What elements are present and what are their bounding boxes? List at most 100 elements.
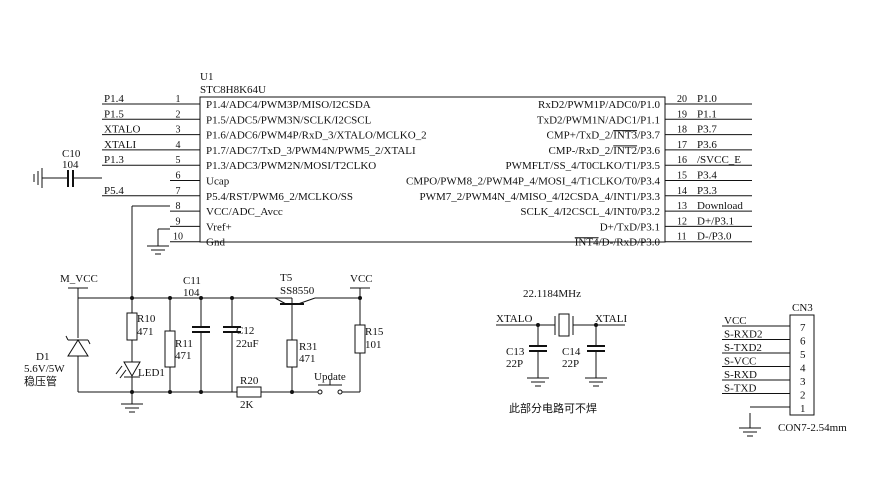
net-label: P1.4 (104, 93, 124, 105)
c12-ref: C12 (236, 325, 254, 337)
chip-body (199, 96, 666, 243)
button-label: Update (314, 371, 346, 383)
net-label: S-VCC (724, 356, 756, 368)
pin-number: 5 (800, 349, 806, 361)
pin-number: 3 (176, 125, 181, 136)
pin-name: P1.7/ADC7/TxD_3/PWM4N/PWM5_2/XTALI (206, 145, 416, 157)
pin-number: 4 (176, 140, 181, 151)
zener-d1: D1 5.6V/5W 稳压管 (24, 298, 91, 392)
cn3-pin-2: 2S-TXD (722, 383, 806, 402)
capacitor-c13: C13 22P (506, 325, 549, 387)
pin-number: 2 (800, 390, 806, 402)
pin-name: PWM7_2/PWM4N_4/MISO_4/I2CSDA_4/INT1/P3.3 (420, 191, 661, 203)
d1-value: 5.6V/5W (24, 363, 65, 375)
chip-pin-14: PWM7_2/PWM4N_4/MISO_4/I2CSDA_4/INT1/P3.3… (420, 185, 752, 203)
net-label: P5.4 (104, 185, 124, 197)
pin-number: 17 (677, 140, 687, 151)
chip-part: STC8H8K64U (200, 84, 266, 96)
pin-number: 5 (176, 155, 181, 166)
pin-name: CMP-/RxD_2/INT2/P3.6 (548, 145, 660, 157)
resistor-r31: R31 471 (286, 339, 317, 394)
chip-pin-7: 7 P5.4/RST/PWM6_2/MCLKO/SS P5.4 (102, 185, 353, 203)
ground-icon (121, 403, 143, 413)
pin-number: 14 (677, 186, 687, 197)
cn3-pin-3: 3 S-RXD (722, 369, 806, 388)
pin-number: 7 (176, 186, 181, 197)
net-label: P3.4 (697, 170, 717, 182)
net-label: XTALO (104, 124, 140, 136)
pin-name: P1.4/ADC4/PWM3P/MISO/I2CSDA (206, 99, 371, 111)
c11-ref: C11 (183, 275, 201, 287)
net-label: /SVCC_E (697, 154, 741, 166)
c11-value: 104 (183, 287, 200, 299)
transistor-t5: T5 SS8550 (273, 272, 360, 340)
r10-value: 471 (137, 326, 154, 338)
pin-number: 13 (677, 201, 687, 212)
net-label: S-RXD (724, 369, 757, 381)
pin-name: SCLK_4/I2CSCL_4/INT0/P3.2 (520, 206, 660, 218)
update-button-switch: Update (292, 371, 360, 395)
pin-number: 10 (173, 232, 183, 243)
net-label: P1.3 (104, 154, 124, 166)
capacitor-c11: C11 104 (183, 275, 210, 392)
resistor-r10: R10 471 (126, 298, 156, 362)
capacitor-c10: C10 104 (33, 148, 102, 188)
ground-icon (527, 377, 549, 387)
pin-number: 6 (176, 171, 181, 182)
pin-name: P5.4/RST/PWM6_2/MCLKO/SS (206, 191, 353, 203)
r20-ref: R20 (240, 375, 259, 387)
net-mvcc-label: M_VCC (60, 273, 98, 285)
crystal-freq: 22.1184MHz (523, 288, 581, 300)
r15-value: 101 (365, 339, 382, 351)
net-label: P1.5 (104, 108, 124, 120)
pin-number: 4 (800, 363, 806, 375)
net-label: P3.3 (697, 185, 717, 197)
r20-value: 2K (240, 399, 254, 411)
pin-name: Ucap (206, 176, 230, 188)
pin-number: 20 (677, 94, 687, 105)
pin-name: CMPO/PWM8_2/PWM4P_4/MOSI_4/T1CLKO/T0/P3.… (406, 176, 660, 188)
chip-ref: U1 (200, 71, 213, 83)
pin-number: 19 (677, 109, 687, 120)
net-label: Download (697, 200, 743, 212)
led-led1: LED1 (115, 361, 165, 392)
c12-value: 22uF (236, 338, 259, 350)
r10-ref: R10 (137, 313, 156, 325)
power-circuit: M_VCC D1 5.6V/5W 稳压管 R10 471 (24, 272, 384, 413)
r11-value: 471 (175, 350, 192, 362)
crystal-xtalo-label: XTALO (496, 313, 532, 325)
c10-value: 104 (62, 159, 79, 171)
cn3-pin-1: 1 (750, 403, 806, 415)
net-vcc-label: VCC (350, 273, 373, 285)
r11-ref: R11 (175, 338, 193, 350)
resistor-r11: R11 471 (164, 298, 193, 392)
d1-desc: 稳压管 (24, 374, 57, 388)
cn3-part: CON7-2.54mm (778, 422, 847, 434)
pin-name: Gnd (206, 237, 225, 249)
pin-name: TxD2/PWM1N/ADC1/P1.1 (537, 114, 660, 126)
net-label: P1.0 (697, 93, 717, 105)
net-label: VCC (724, 315, 747, 327)
d1-ref: D1 (36, 351, 49, 363)
r15-ref: R15 (365, 326, 384, 338)
resistor-r15: VCC R15 101 (350, 273, 384, 392)
cn3-pin-6: 6S-RXD2 (722, 329, 806, 348)
pin-number: 16 (677, 155, 687, 166)
pin-number: 3 (800, 376, 806, 388)
